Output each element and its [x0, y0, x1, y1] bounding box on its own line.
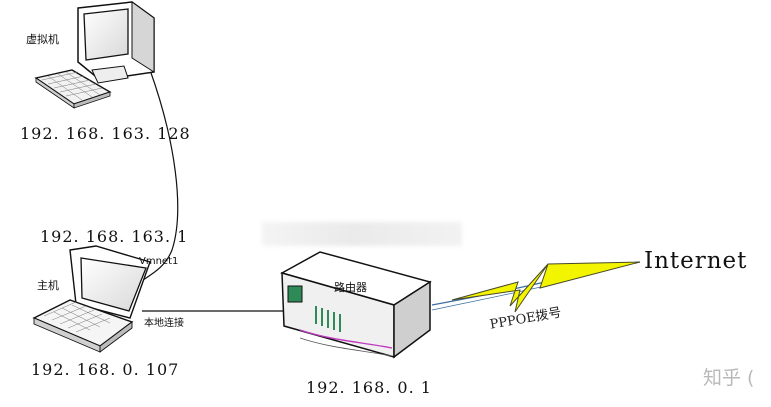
vm-ip: 192. 168. 163. 128	[20, 124, 191, 143]
host-laptop-icon	[34, 246, 150, 352]
local-connection-label: 本地连接	[144, 314, 184, 329]
vm-label: 虚拟机	[26, 31, 59, 47]
zhihu-watermark: 知乎 (	[703, 363, 754, 390]
blurred-artifact	[262, 222, 462, 246]
router-ip: 192. 168. 0. 1	[306, 378, 432, 397]
virtual-machine-icon	[36, 2, 154, 108]
vmnet-label: Vmnet1	[139, 256, 178, 267]
internet-label: Internet	[644, 248, 747, 274]
router-label: 路由器	[334, 279, 367, 295]
host-label: 主机	[37, 277, 59, 293]
router-icon	[282, 252, 430, 357]
host-local-ip: 192. 168. 0. 107	[31, 360, 179, 379]
host-vmnet-ip: 192. 168. 163. 1	[40, 227, 188, 246]
vm-host-cable	[140, 70, 178, 282]
